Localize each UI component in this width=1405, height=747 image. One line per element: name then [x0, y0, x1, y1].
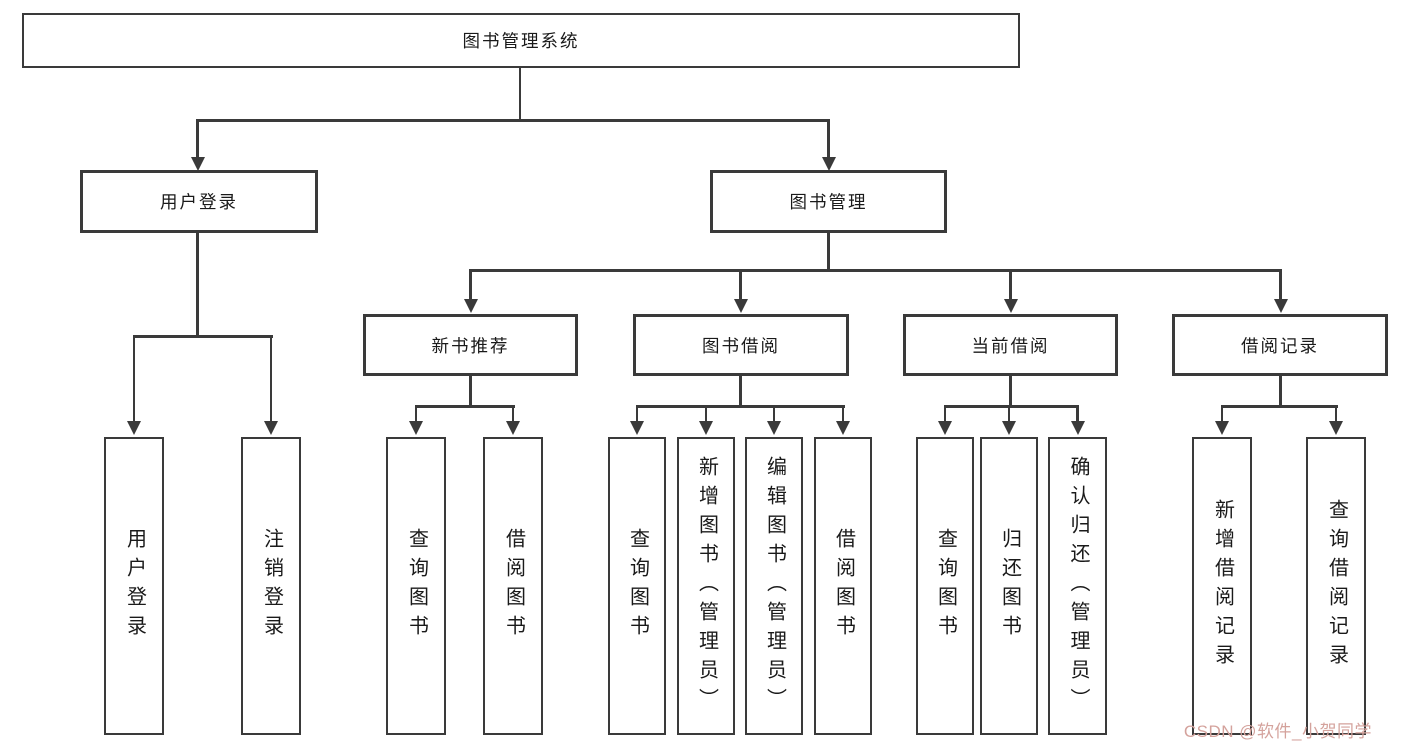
arrow-down-icon [1001, 405, 1017, 435]
leaf-logout: 注销登录 [241, 437, 301, 735]
node-borrowing-records: 借阅记录 [1172, 314, 1388, 376]
connector-line [469, 269, 1283, 272]
arrow-down-icon [263, 335, 279, 435]
arrow-down-icon [1328, 405, 1344, 435]
node-label: 编辑图书（管理员） [763, 455, 786, 717]
node-label: 查询图书 [626, 528, 649, 644]
connector-line [196, 119, 831, 122]
arrow-down-icon [126, 335, 142, 435]
node-label: 当前借阅 [971, 335, 1050, 356]
arrow-down-icon [1070, 405, 1086, 435]
arrow-down-icon [1003, 269, 1019, 313]
leaf-borrow-books: 借阅图书 [814, 437, 872, 735]
arrow-down-icon [408, 405, 424, 435]
leaf-query-books-current: 查询图书 [916, 437, 974, 735]
node-label: 借阅记录 [1241, 335, 1319, 356]
connector-line [196, 233, 199, 337]
node-library-management-system: 图书管理系统 [22, 13, 1020, 68]
node-label: 借阅图书 [832, 528, 855, 644]
csdn-watermark: CSDN @软件_小贺同学 [1183, 722, 1372, 741]
connector-line [1009, 376, 1012, 407]
node-new-book-recommendation: 新书推荐 [363, 314, 578, 376]
arrow-down-icon [629, 405, 645, 435]
node-label: 查询图书 [934, 528, 957, 644]
node-label: 图书管理 [789, 192, 868, 212]
leaf-query-books-borrowing: 查询图书 [608, 437, 666, 735]
connector-line [414, 405, 515, 408]
connector-line [1220, 405, 1338, 408]
arrow-down-icon [821, 119, 837, 171]
leaf-add-borrow-record: 新增借阅记录 [1192, 437, 1252, 735]
connector-line [635, 405, 845, 408]
leaf-confirm-return-admin: 确认归还（管理员） [1048, 437, 1107, 735]
arrow-down-icon [463, 269, 479, 313]
connector-line [943, 405, 1079, 408]
node-label: 图书管理系统 [462, 31, 580, 51]
connector-line [739, 376, 742, 407]
arrow-down-icon [698, 405, 714, 435]
leaf-query-books-recommend: 查询图书 [386, 437, 446, 735]
node-label: 新书推荐 [431, 335, 510, 356]
connector-line [518, 68, 522, 121]
leaf-user-login: 用户登录 [104, 437, 164, 735]
node-label: 注销登录 [260, 528, 283, 644]
leaf-query-borrow-record: 查询借阅记录 [1306, 437, 1366, 735]
arrow-down-icon [937, 405, 953, 435]
node-label: 新增借阅记录 [1211, 499, 1234, 673]
node-book-borrowing: 图书借阅 [633, 314, 849, 376]
node-label: 归还图书 [998, 528, 1021, 644]
arrow-down-icon [766, 405, 782, 435]
leaf-edit-books-admin: 编辑图书（管理员） [745, 437, 803, 735]
node-label: 借阅图书 [502, 528, 525, 644]
connector-line [469, 376, 472, 407]
leaf-return-books: 归还图书 [980, 437, 1038, 735]
node-label: 查询图书 [405, 528, 428, 644]
arrow-down-icon [835, 405, 851, 435]
arrow-down-icon [1214, 405, 1230, 435]
arrow-down-icon [733, 269, 749, 313]
arrow-down-icon [190, 119, 206, 171]
node-label: 用户登录 [160, 192, 238, 212]
node-user-login-branch: 用户登录 [80, 170, 318, 233]
node-current-borrowing: 当前借阅 [903, 314, 1118, 376]
node-label: 图书借阅 [702, 335, 780, 356]
connector-line [1279, 376, 1282, 407]
connector-line [827, 233, 830, 271]
connector-line [132, 335, 273, 338]
node-book-management-branch: 图书管理 [710, 170, 947, 233]
node-label: 确认归还（管理员） [1067, 455, 1089, 717]
arrow-down-icon [505, 405, 521, 435]
node-label: 新增图书（管理员） [695, 455, 718, 717]
node-label: 用户登录 [123, 528, 146, 644]
leaf-add-books-admin: 新增图书（管理员） [677, 437, 735, 735]
node-label: 查询借阅记录 [1325, 499, 1348, 673]
leaf-borrow-books-recommend: 借阅图书 [483, 437, 543, 735]
arrow-down-icon [1273, 269, 1289, 313]
